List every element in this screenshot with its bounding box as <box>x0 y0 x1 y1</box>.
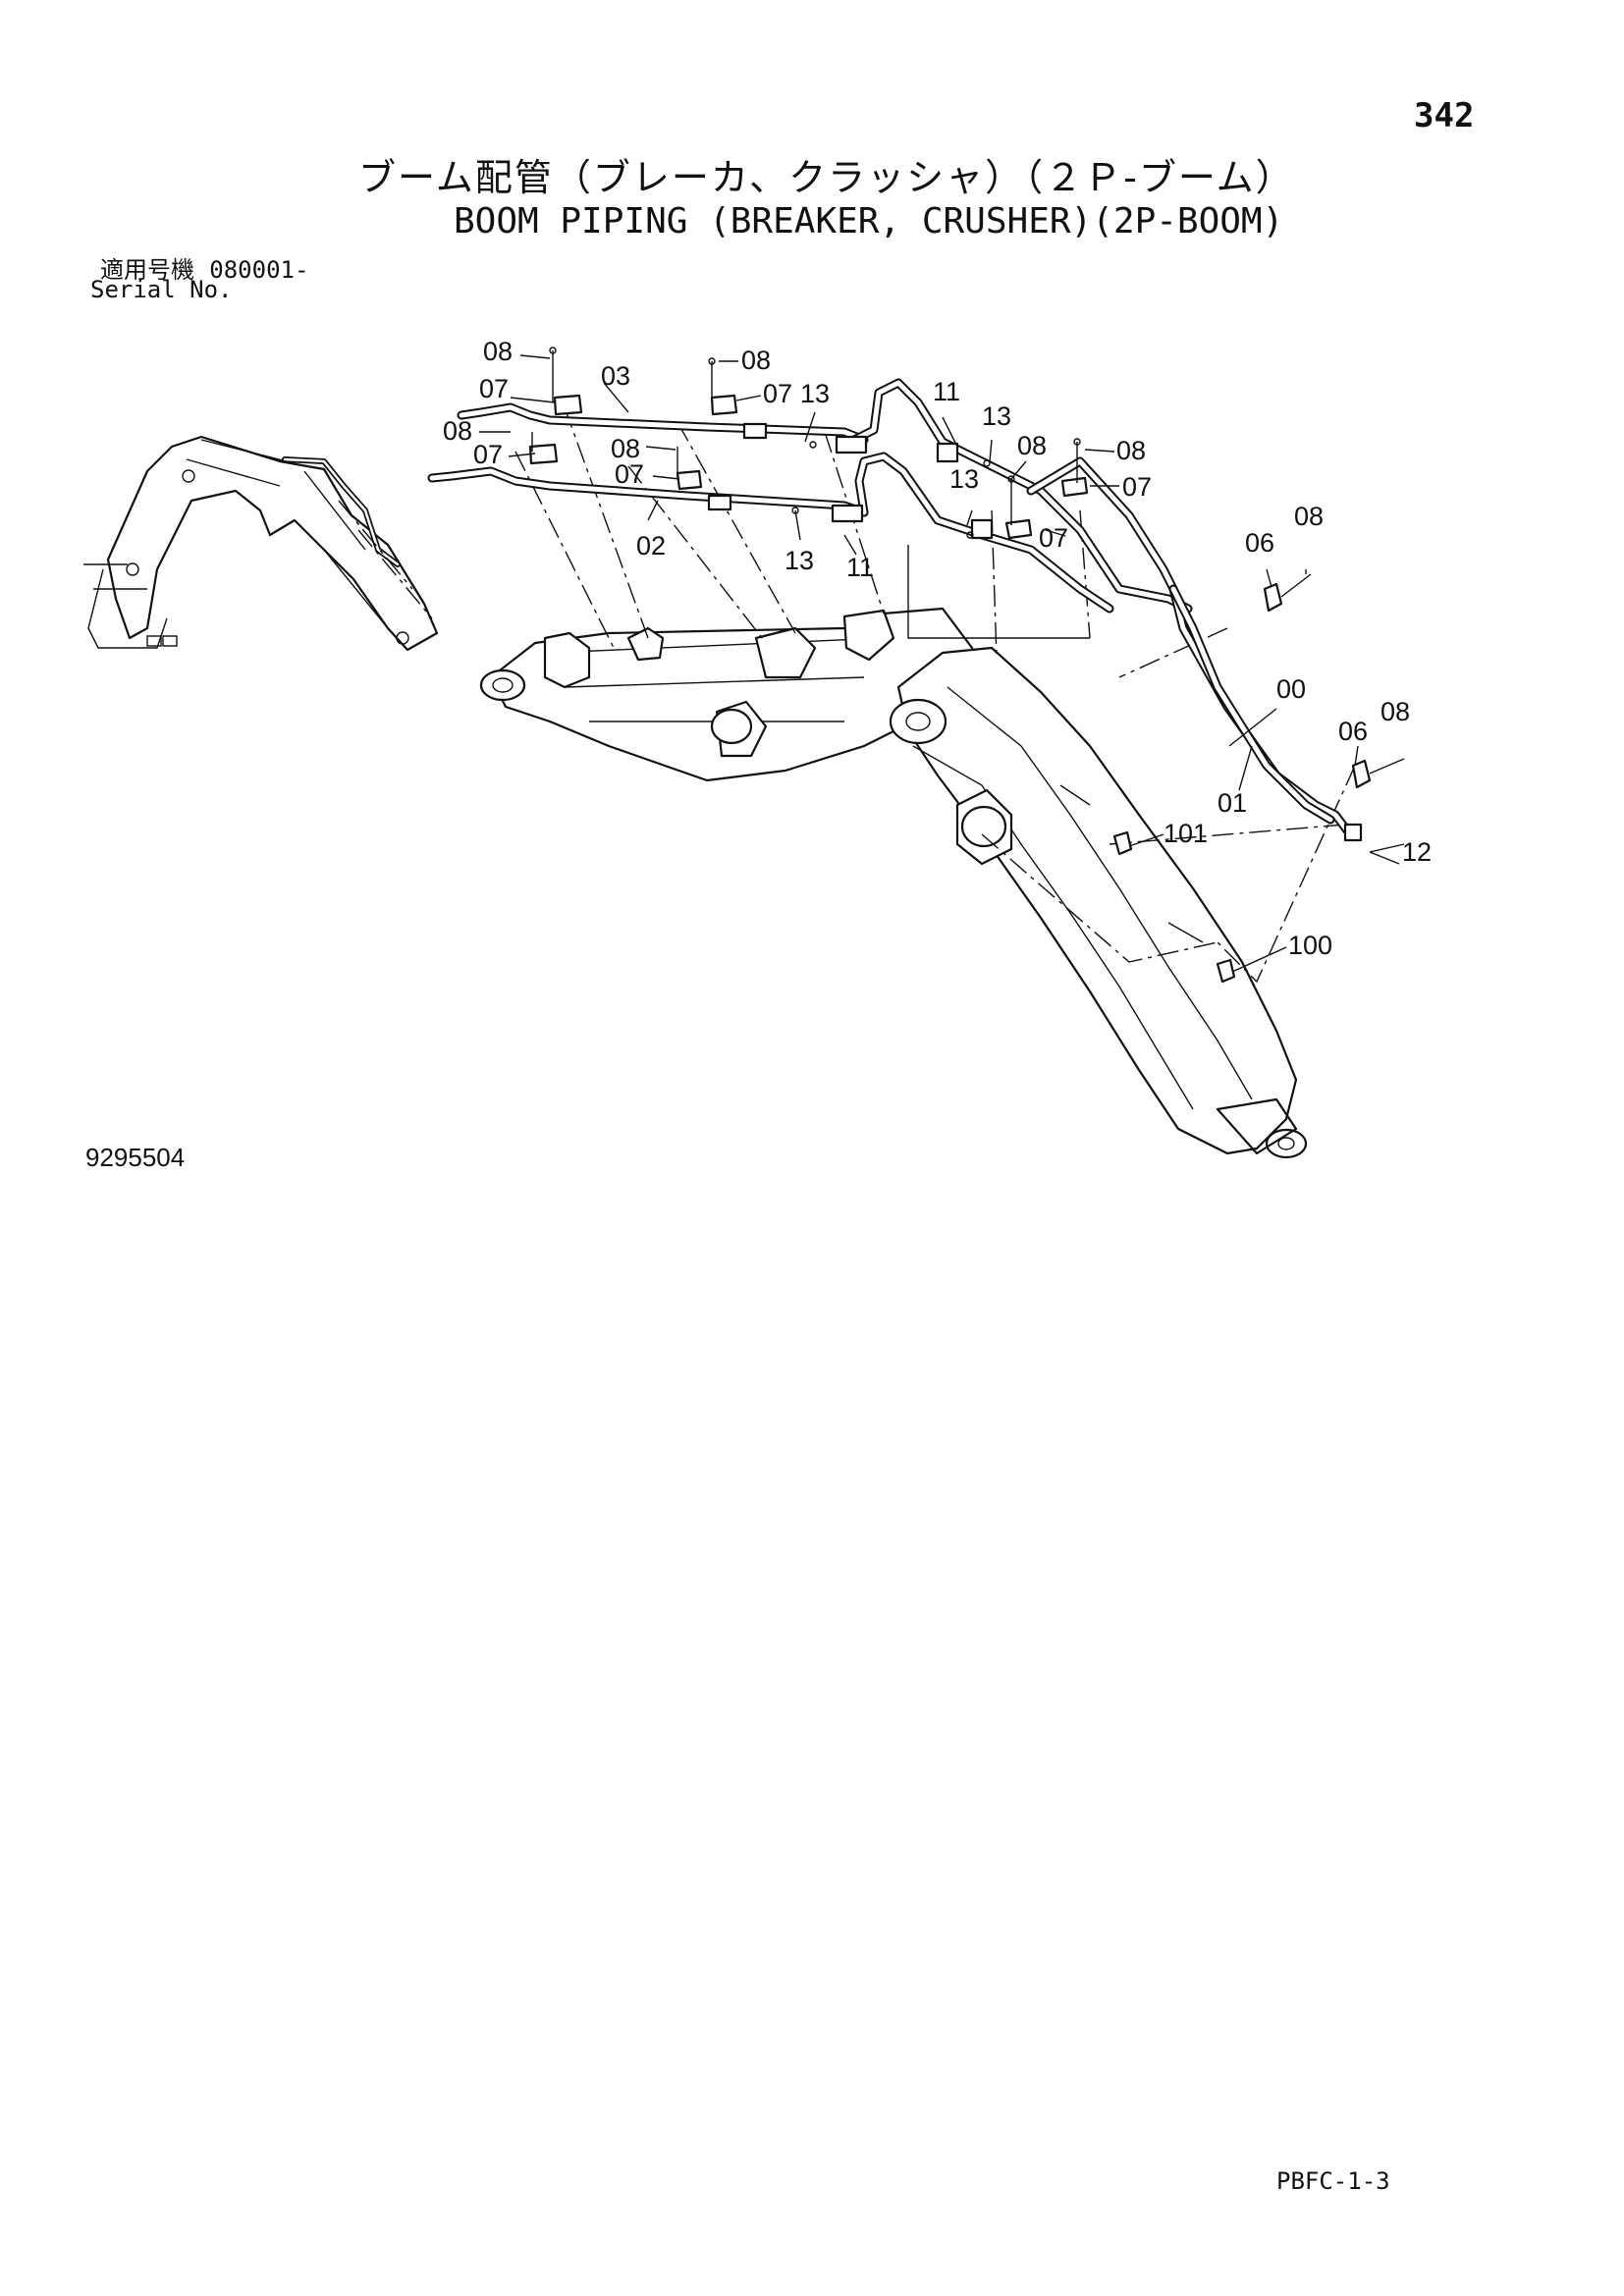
part-label-13: 13 <box>982 401 1011 431</box>
part-label-08: 08 <box>1294 502 1324 531</box>
serial-value: 080001- <box>209 256 309 284</box>
drawing-number: 9295504 <box>85 1143 186 1172</box>
part-label-07: 07 <box>473 440 503 469</box>
label-leaders <box>479 354 1405 973</box>
part-label-100: 100 <box>1288 931 1332 960</box>
title-japanese: ブーム配管（ブレーカ、クラッシャ）（２Ｐ-ブーム） <box>358 156 1295 199</box>
page-code: PBFC-1-3 <box>1276 2167 1390 2195</box>
excavator-inset-drawing <box>83 435 439 652</box>
part-number-labels: 08 08 07 03 07 13 11 13 08 08 08 07 07 0… <box>443 337 1432 960</box>
part-label-03: 03 <box>601 361 630 391</box>
part-label-07: 07 <box>615 459 644 489</box>
serial-label-english: Serial No. <box>90 276 233 303</box>
part-label-08: 08 <box>483 337 513 366</box>
part-label-13: 13 <box>785 546 814 575</box>
leader-lines <box>514 406 1356 984</box>
part-label-11: 11 <box>933 377 960 406</box>
part-label-06: 06 <box>1245 528 1274 558</box>
serial-label-japanese: 適用号機 <box>100 256 194 284</box>
part-label-01: 01 <box>1218 788 1247 818</box>
part-label-101: 101 <box>1164 819 1208 848</box>
pipe-lines <box>427 378 1363 842</box>
boom-body-drawing <box>479 607 1308 1159</box>
part-label-08: 08 <box>443 416 472 446</box>
part-label-00: 00 <box>1276 674 1306 704</box>
part-label-13: 13 <box>800 379 830 408</box>
part-label-07: 07 <box>1039 523 1068 553</box>
part-label-12: 12 <box>1402 837 1432 867</box>
boom-piping-diagram: 08 08 07 03 07 13 11 13 08 08 08 07 07 0… <box>83 337 1432 1159</box>
part-label-07: 07 <box>479 374 509 403</box>
part-label-02: 02 <box>636 531 666 561</box>
part-label-13: 13 <box>949 464 979 494</box>
clamps-and-bolts <box>528 347 1405 984</box>
part-label-08: 08 <box>741 346 771 375</box>
part-label-08: 08 <box>1380 697 1410 726</box>
part-label-07: 07 <box>1122 472 1152 502</box>
part-label-08: 08 <box>611 434 640 463</box>
part-label-08: 08 <box>1116 436 1146 465</box>
part-label-08: 08 <box>1017 431 1047 460</box>
page-number: 342 <box>1414 96 1475 135</box>
serial-number-row: 適用号機 080001- <box>100 250 308 285</box>
title-english: BOOM PIPING (BREAKER, CRUSHER)(2P-BOOM) <box>454 201 1284 241</box>
part-label-11: 11 <box>846 553 874 582</box>
part-label-07: 07 <box>763 379 792 408</box>
part-label-06: 06 <box>1338 717 1368 746</box>
